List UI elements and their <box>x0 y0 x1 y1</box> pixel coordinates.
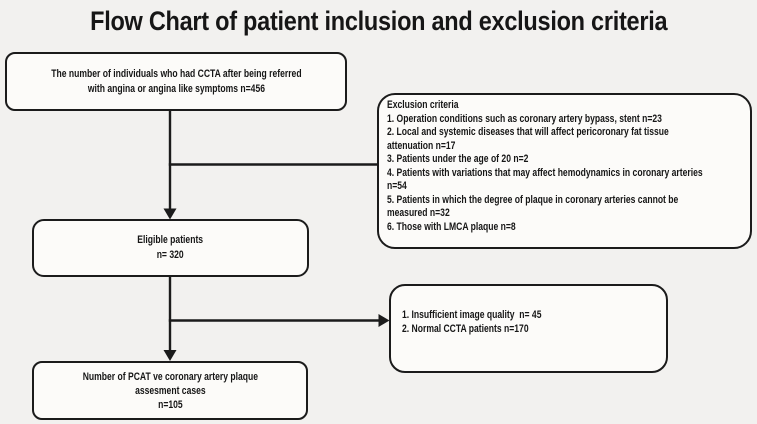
node-referred-patients-text: The number of individuals who had CCTA a… <box>50 67 302 95</box>
node-eligible-patients: Eligible patients n= 320 <box>32 219 309 277</box>
figure-title: Flow Chart of patient inclusion and excl… <box>0 0 757 42</box>
exclusion-criteria-heading: Exclusion criteria <box>387 99 459 111</box>
image-quality-exclusions-list: 1. Insufficient image quality n= 45 2. N… <box>402 308 667 336</box>
arrow-referred-to-eligible <box>163 111 177 220</box>
arrow-eligible-to-final <box>163 276 177 361</box>
exclusion-item-2: 2. Local and systemic diseases that will… <box>387 126 669 152</box>
exclusion-item-5: 5. Patients in which the degree of plaqu… <box>387 193 679 220</box>
exclusion-item-1: 1. Operation conditions such as coronary… <box>387 112 662 125</box>
image-quality-item-1: 1. Insufficient image quality n= 45 <box>402 309 542 321</box>
node-eligible-patients-text: Eligible patients n= 320 <box>137 234 204 261</box>
arrow-to-image-quality-box <box>168 314 390 327</box>
node-referred-patients: The number of individuals who had CCTA a… <box>5 52 347 111</box>
exclusion-item-3: 3. Patients under the age of 20 n=2 <box>387 153 529 165</box>
exclusion-item-6: 6. Those with LMCA plaque n=8 <box>387 220 516 233</box>
node-pcat-assessment-cases-text: Number of PCAT ve coronary artery plaque… <box>82 370 258 411</box>
exclusion-criteria-list: Exclusion criteria 1. Operation conditio… <box>387 99 746 234</box>
node-pcat-assessment-cases: Number of PCAT ve coronary artery plaque… <box>32 361 308 420</box>
node-exclusion-criteria: Exclusion criteria 1. Operation conditio… <box>377 93 752 249</box>
node-image-quality-exclusions: 1. Insufficient image quality n= 45 2. N… <box>389 284 668 373</box>
image-quality-item-2: 2. Normal CCTA patients n=170 <box>402 323 529 335</box>
figure-title-text: Flow Chart of patient inclusion and excl… <box>89 5 668 36</box>
exclusion-item-4: 4. Patients with variations that may aff… <box>387 166 703 193</box>
